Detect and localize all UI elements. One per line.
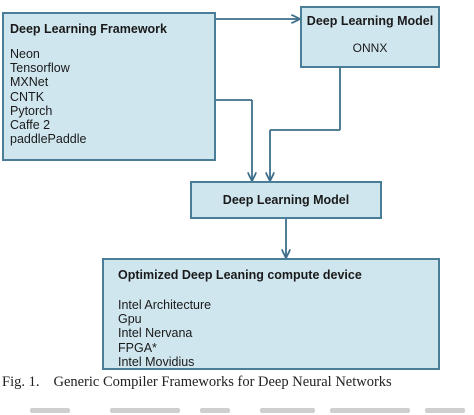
device-item: Intel Architecture xyxy=(118,298,212,312)
figure-caption: Fig. 1. Generic Compiler Frameworks for D… xyxy=(2,374,392,391)
cropped-word xyxy=(260,408,315,413)
cropped-word xyxy=(30,408,70,413)
framework-box: Deep Learning Framework Neon Tensorflow … xyxy=(2,12,216,161)
device-box: Optimized Deep Leaning compute device In… xyxy=(102,258,440,370)
framework-item: paddlePaddle xyxy=(10,132,87,147)
device-item: Gpu xyxy=(118,312,142,327)
framework-list: Neon Tensorflow MXNet CNTK Pytorch Caffe… xyxy=(10,47,208,146)
onnx-box-subtitle: ONNX xyxy=(352,41,388,55)
framework-box-title: Deep Learning Framework xyxy=(10,22,167,36)
cropped-word xyxy=(110,408,180,413)
framework-item: MXNet xyxy=(10,75,49,90)
onnx-box-title: Deep Learning Model xyxy=(306,14,434,28)
device-box-title: Optimized Deep Leaning compute device xyxy=(118,268,362,282)
framework-item: Pytorch xyxy=(10,103,53,118)
cropped-word xyxy=(200,408,230,413)
device-item: Intel Nervana xyxy=(118,326,193,341)
figure-number: Fig. 1. xyxy=(2,374,40,390)
cropped-word xyxy=(425,408,465,413)
device-item: FPGA* xyxy=(118,340,157,355)
figure-caption-text: Generic Compiler Frameworks for Deep Neu… xyxy=(53,374,392,390)
cropped-text-line xyxy=(0,402,474,415)
onnx-model-box: Deep Learning Model ONNX xyxy=(300,6,440,68)
model-box-title: Deep Learning Model xyxy=(222,193,350,207)
framework-item: Tensorflow xyxy=(10,61,70,76)
framework-item: CNTK xyxy=(10,89,45,104)
framework-item: Caffe 2 xyxy=(10,118,51,133)
model-box: Deep Learning Model xyxy=(190,181,382,219)
device-item: Intel Movidius xyxy=(118,354,195,369)
framework-item: Neon xyxy=(10,47,40,61)
device-list: Intel Architecture Gpu Intel Nervana FPG… xyxy=(118,298,424,369)
cropped-word xyxy=(330,408,410,413)
